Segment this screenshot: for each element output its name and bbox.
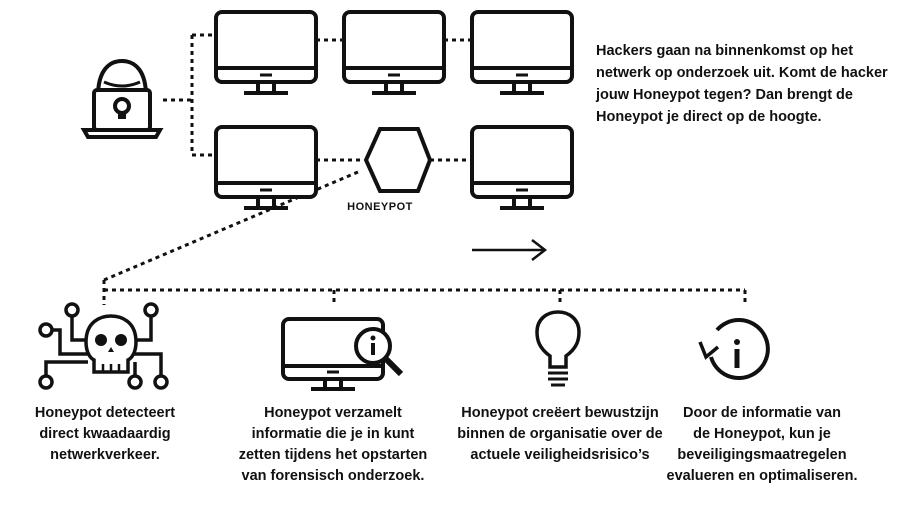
network-connections	[102, 33, 747, 305]
step-caption-awareness: Honeypot creëert bewustzijn binnen de or…	[455, 403, 665, 466]
network-computer-monitor	[470, 10, 574, 95]
step-caption-line: Honeypot creëert bewustzijn	[461, 405, 659, 421]
intro-line: netwerk op onderzoek uit. Komt de hacker	[596, 65, 888, 81]
step-caption-line: Door de informatie van	[683, 405, 841, 421]
lightbulb-icon	[535, 310, 581, 387]
step-caption-line: direct kwaadaardig	[39, 426, 171, 442]
network-computer-monitor	[214, 125, 318, 210]
step-caption-line: van forensisch onderzoek.	[241, 468, 425, 484]
honeypot-hexagon	[363, 127, 433, 193]
step-caption-line: de Honeypot, kun je	[693, 426, 831, 442]
intro-line: jouw Honeypot tegen? Dan brengt de	[596, 87, 853, 103]
step-caption-line: Honeypot verzamelt	[264, 405, 402, 421]
step-caption-collect: Honeypot verzamelt informatie die je in …	[228, 403, 438, 487]
step-caption-line: actuele veiligheidsrisico’s	[470, 447, 650, 463]
network-computer-monitor	[342, 10, 446, 95]
step-caption-line: binnen de organisatie over de	[457, 426, 663, 442]
network-computer-monitor	[470, 125, 574, 210]
hacker-icon	[80, 58, 164, 139]
intro-line: Honeypot je direct op de hoogte.	[596, 109, 822, 125]
intro-line: Hackers gaan na binnenkomst op het	[596, 43, 854, 59]
step-caption-line: evalueren en optimaliseren.	[666, 468, 858, 484]
refresh-info-icon	[698, 318, 770, 380]
honeypot-label: HONEYPOT	[347, 201, 413, 213]
step-caption-line: beveiligingsmaatregelen	[677, 447, 847, 463]
intro-text: Hackers gaan na binnenkomst op het netwe…	[596, 40, 896, 128]
network-computer-monitor	[214, 10, 318, 95]
step-caption-line: informatie die je in kunt	[251, 426, 415, 442]
step-caption-line: Honeypot detecteert	[34, 405, 176, 421]
skull-circuit-icon	[38, 302, 169, 390]
step-caption-detect: Honeypot detecteert direct kwaadaardig n…	[20, 403, 190, 466]
step-caption-line: netwerkverkeer.	[50, 447, 160, 463]
step-caption-line: zetten tijdens het opstarten	[238, 447, 428, 463]
step-caption-evaluate: Door de informatie van de Honeypot, kun …	[662, 403, 862, 487]
monitor-magnifier-info-icon	[281, 317, 404, 391]
arrow-right-icon	[472, 239, 548, 261]
